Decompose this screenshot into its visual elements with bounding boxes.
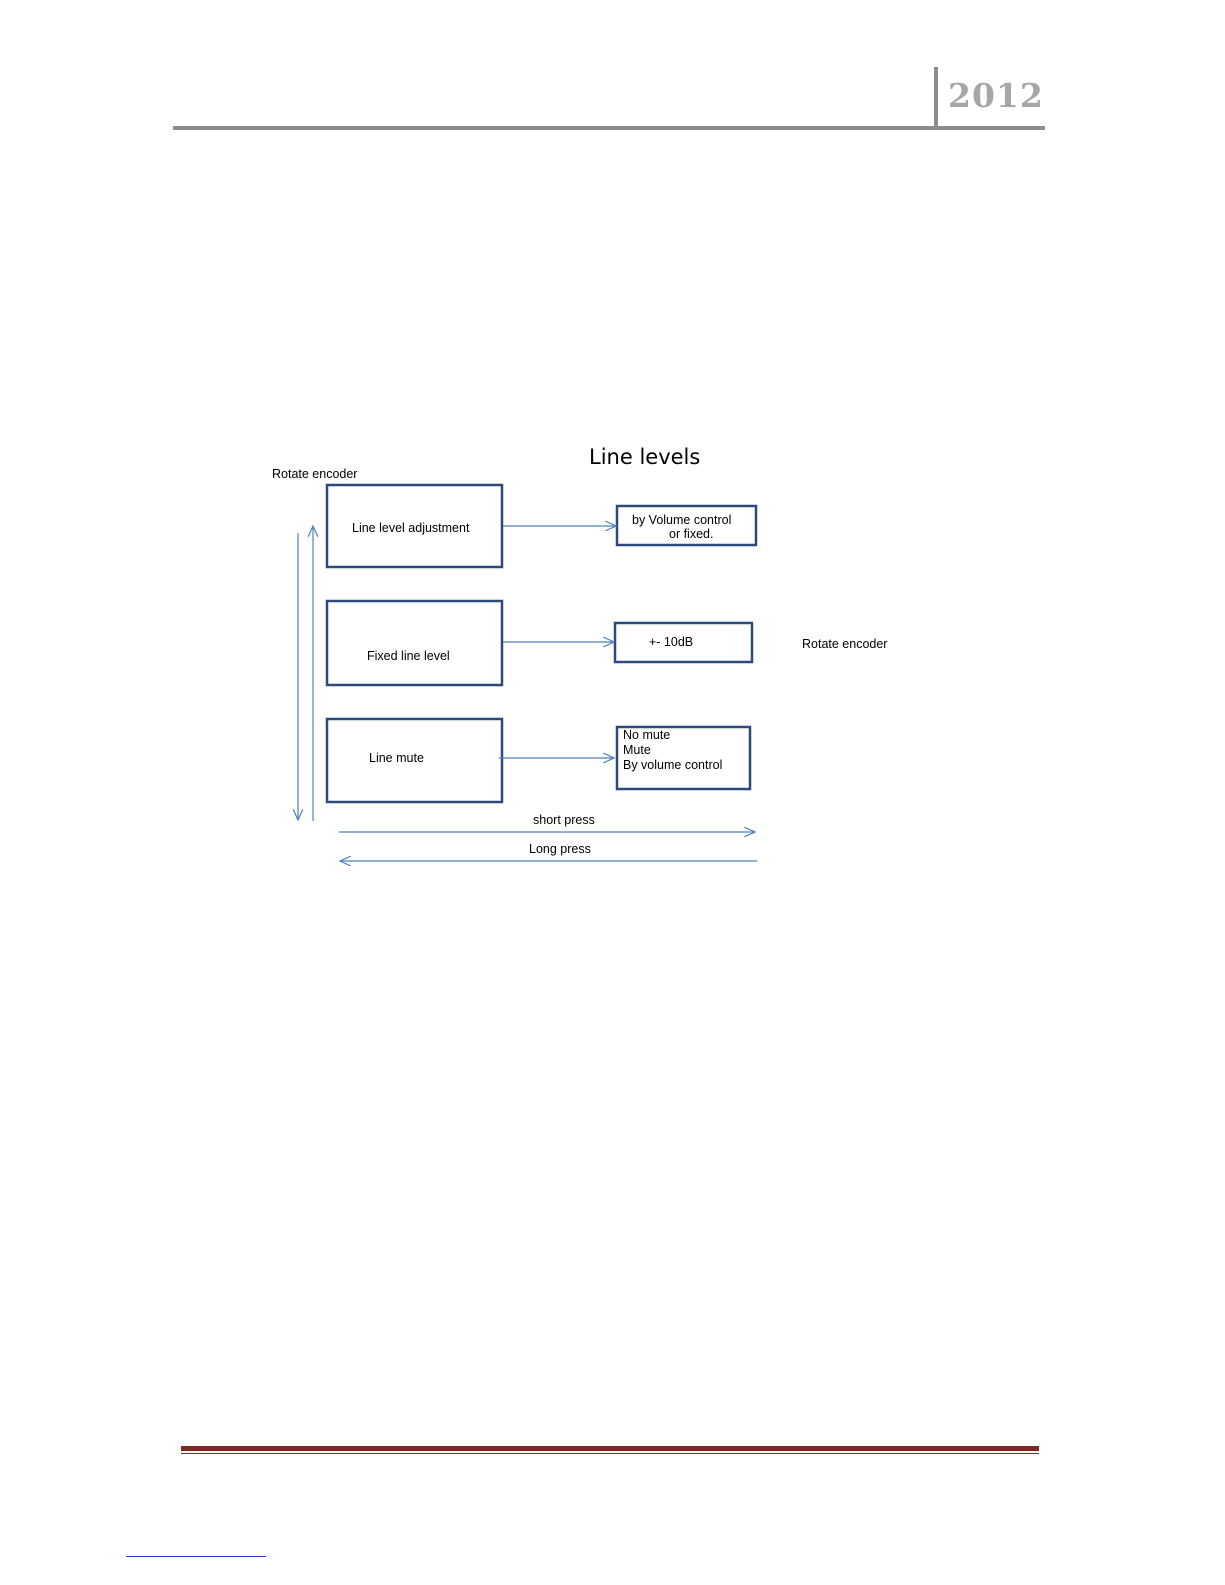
footer-rule	[181, 1446, 1039, 1451]
long-press-label: Long press	[529, 842, 591, 856]
option-line: +- 10dB	[649, 635, 693, 649]
menu-box-line-mute: Line mute	[327, 719, 502, 802]
option-line: by Volume control	[632, 513, 731, 527]
option-box-plus-minus-10db: +- 10dB	[615, 623, 752, 662]
menu-box-label: Line level adjustment	[352, 521, 470, 535]
short-press-label: short press	[533, 813, 595, 827]
option-line: or fixed.	[669, 527, 713, 541]
option-line: No mute	[623, 728, 670, 742]
diagram-title: Line levels	[589, 445, 700, 469]
option-box-volume-or-fixed: by Volume control or fixed.	[617, 506, 756, 545]
menu-box-label: Line mute	[369, 751, 424, 765]
rotate-encoder-label-right: Rotate encoder	[802, 637, 887, 651]
option-box-mute-options: No mute Mute By volume control	[617, 727, 750, 789]
menu-box-fixed-line-level: Fixed line level	[327, 601, 502, 685]
option-line: By volume control	[623, 758, 722, 772]
option-line: Mute	[623, 743, 651, 757]
rotate-encoder-label-left: Rotate encoder	[272, 467, 357, 481]
footer-rule-thin	[181, 1453, 1039, 1454]
footer-link-underline	[126, 1556, 266, 1557]
menu-box-label: Fixed line level	[367, 649, 450, 663]
menu-box-line-level-adjustment: Line level adjustment	[327, 485, 502, 567]
